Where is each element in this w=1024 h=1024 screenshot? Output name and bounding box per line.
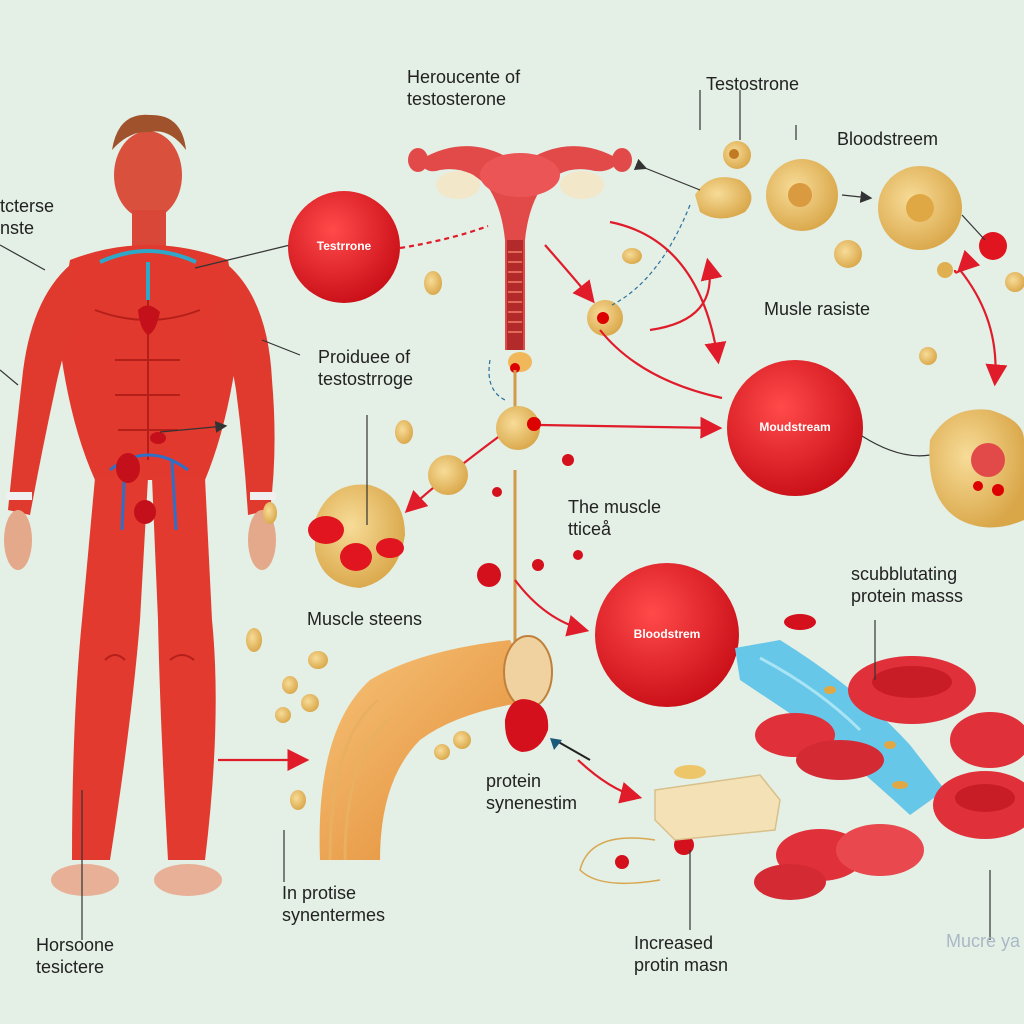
- label-protein-synenestim: protein synenestim: [486, 771, 578, 813]
- label-bloodstreem: Bloodstreem: [837, 129, 939, 149]
- label-testostrone-top: Testostrone: [706, 74, 800, 94]
- fat-cells-top: [587, 141, 1024, 336]
- muscle-tube: [319, 635, 591, 861]
- label-scubblutating: scubblutating protein masss: [851, 564, 964, 606]
- red-cell-moudstream: [727, 360, 863, 496]
- red-cell-testrone: [288, 191, 400, 303]
- red-cell-bloodstrem: [595, 563, 739, 707]
- cell-label-testrone: Testrrone: [316, 239, 372, 253]
- blood-vessel: [735, 640, 945, 815]
- cell-label-bloodstrem: Bloodstrem: [633, 627, 701, 641]
- label-muscle-ttice: The muscle tticeå: [568, 497, 662, 539]
- human-figure: [4, 114, 276, 896]
- top-chain-connectors: [611, 90, 986, 306]
- label-produce: Proiduee of testostrroge: [318, 347, 414, 389]
- misc-connectors: [283, 359, 991, 940]
- red-discs: [754, 656, 1024, 900]
- label-mucre: Mucre ya: [946, 931, 1021, 951]
- red-dots: [477, 454, 816, 869]
- label-horsoone: Horsoone tesictere: [36, 935, 115, 977]
- muscle-steens-cluster: [308, 415, 405, 588]
- label-left-clip: tcterse nste: [0, 196, 55, 238]
- cell-label-moudstream: Moudstream: [759, 420, 831, 434]
- label-heroucente: Heroucente of testosterone: [407, 67, 521, 109]
- central-organ: [408, 146, 632, 373]
- label-in-protise: In protise synentermes: [282, 883, 386, 925]
- label-increased: Increased protin masn: [634, 933, 729, 975]
- yellow-pills: [246, 248, 642, 810]
- label-muscle-steens: Muscle steens: [307, 609, 423, 629]
- protein-block: [579, 765, 781, 885]
- figure-connectors: [0, 244, 301, 940]
- label-musle-resiste: Musle rasiste: [764, 299, 871, 319]
- fat-cells-mid: [428, 262, 1024, 528]
